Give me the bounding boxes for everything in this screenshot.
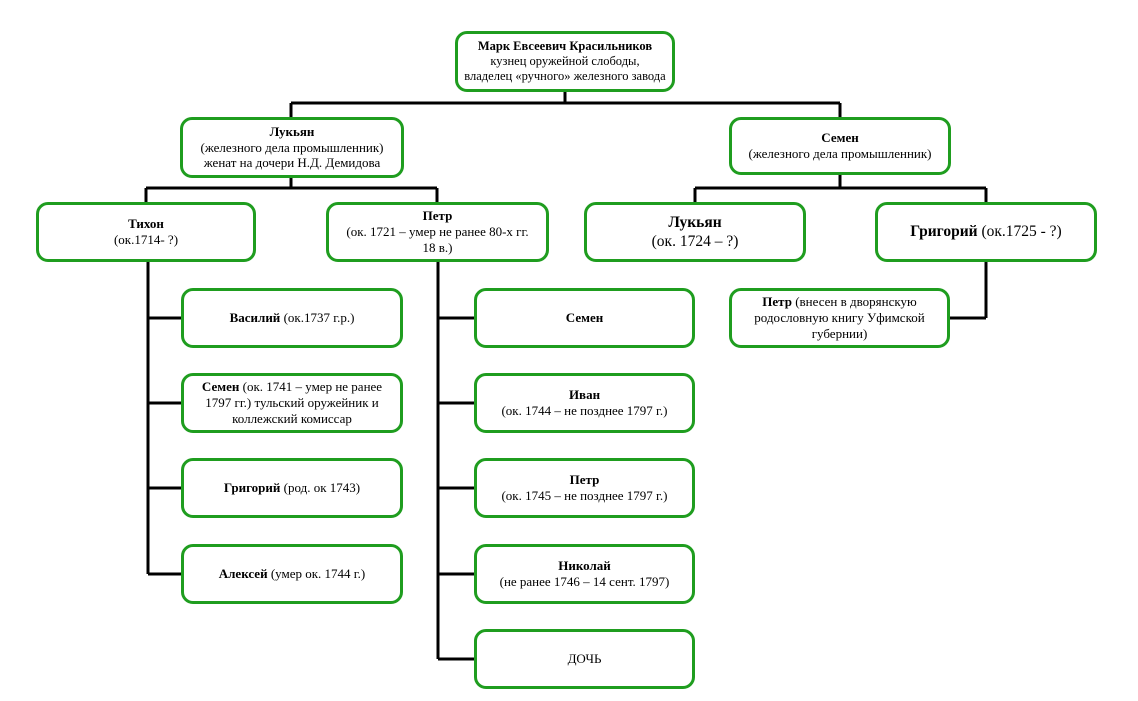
node-vasiliy: Василий (ок.1737 г.р.) bbox=[181, 288, 403, 348]
node-lukyan: Лукьян (железного дела промышленник) жен… bbox=[180, 117, 404, 178]
node-desc-line: кузнец оружейной слободы, bbox=[490, 53, 640, 68]
node-text-line: Григорий (ок.1725 - ?) bbox=[910, 222, 1061, 241]
node-text-line: Григорий (род. ок 1743) bbox=[224, 480, 360, 496]
node-doch: ДОЧЬ bbox=[474, 629, 695, 689]
node-name: Петр bbox=[569, 472, 600, 488]
node-desc-line: родословную книгу Уфимской bbox=[754, 310, 925, 326]
node-name: Иван bbox=[568, 387, 601, 403]
node-tikhon: Тихон (ок.1714- ?) bbox=[36, 202, 256, 262]
node-desc-line: (ок. 1721 – умер не ранее 80-х гг. bbox=[346, 224, 529, 240]
node-mark-krasilnikov: Марк Евсеевич Красильников кузнец оружей… bbox=[455, 31, 675, 92]
node-petr-noble: Петр (внесен в дворянскую родословную кн… bbox=[729, 288, 950, 348]
node-name: Семен bbox=[201, 379, 240, 395]
node-ivan: Иван (ок. 1744 – не позднее 1797 г.) bbox=[474, 373, 695, 433]
node-text-line: Петр (внесен в дворянскую bbox=[762, 294, 916, 310]
node-desc: (ок.1725 - ?) bbox=[977, 223, 1062, 241]
node-name: Григорий bbox=[223, 480, 281, 496]
node-name: Василий bbox=[229, 310, 281, 326]
node-name: Тихон bbox=[128, 216, 164, 232]
node-desc-line: (ок. 1744 – не позднее 1797 г.) bbox=[501, 403, 668, 418]
node-text-line: Семен (ок. 1741 – умер не ранее bbox=[202, 379, 382, 395]
node-petr-2: Петр (ок. 1745 – не позднее 1797 г.) bbox=[474, 458, 695, 518]
node-name: Алексей bbox=[218, 566, 268, 582]
node-name: Лукьян bbox=[668, 213, 722, 231]
node-nikolay: Николай (не ранее 1746 – 14 сент. 1797) bbox=[474, 544, 695, 604]
node-desc-line: женат на дочери Н.Д. Демидова bbox=[203, 155, 381, 171]
node-desc: (ок. 1741 – умер не ранее bbox=[239, 379, 383, 395]
node-name: ДОЧЬ bbox=[567, 651, 602, 667]
node-name: Петр bbox=[762, 294, 792, 310]
node-text-line: Алексей (умер ок. 1744 г.) bbox=[219, 566, 365, 582]
node-desc: (род. ок 1743) bbox=[280, 480, 361, 496]
node-desc-line: (железного дела промышленник) bbox=[200, 139, 384, 155]
node-desc: (умер ок. 1744 г.) bbox=[267, 566, 366, 582]
node-name: Петр bbox=[422, 208, 453, 224]
node-desc-line: 18 в.) bbox=[422, 239, 453, 255]
node-desc: (ок.1737 г.р.) bbox=[280, 310, 355, 326]
node-desc-line: (ок. 1724 – ?) bbox=[651, 233, 739, 250]
node-grigoriy-2: Григорий (род. ок 1743) bbox=[181, 458, 403, 518]
node-grigoriy: Григорий (ок.1725 - ?) bbox=[875, 202, 1097, 262]
node-desc-line: (не ранее 1746 – 14 сент. 1797) bbox=[499, 574, 670, 589]
node-text-line: Василий (ок.1737 г.р.) bbox=[230, 310, 355, 326]
node-desc-line: губернии) bbox=[811, 325, 868, 341]
node-name: Николай bbox=[558, 558, 611, 574]
node-petr: Петр (ок. 1721 – умер не ранее 80-х гг. … bbox=[326, 202, 549, 262]
node-desc: (внесен в дворянскую bbox=[791, 294, 917, 310]
node-semen: Семен (железного дела промышленник) bbox=[729, 117, 951, 175]
node-lukyan-2: Лукьян (ок. 1724 – ?) bbox=[584, 202, 806, 262]
node-name: Марк Евсеевич Красильников bbox=[477, 38, 653, 53]
node-desc-line: (железного дела промышленник) bbox=[748, 146, 932, 161]
node-semen-2: Семен (ок. 1741 – умер не ранее 1797 гг.… bbox=[181, 373, 403, 433]
node-desc-line: (ок.1714- ?) bbox=[113, 232, 179, 247]
node-semen-3: Семен bbox=[474, 288, 695, 348]
node-desc-line: 1797 гг.) тульский оружейник и bbox=[205, 395, 379, 411]
node-name: Семен bbox=[565, 310, 604, 326]
node-desc-line: владелец «ручного» железного завода bbox=[464, 69, 666, 84]
node-desc-line: коллежский комиссар bbox=[232, 410, 352, 426]
node-aleksey: Алексей (умер ок. 1744 г.) bbox=[181, 544, 403, 604]
node-name: Семен bbox=[821, 130, 859, 146]
node-desc-line: (ок. 1745 – не позднее 1797 г.) bbox=[501, 488, 668, 503]
node-name: Лукьян bbox=[269, 123, 315, 139]
node-name: Григорий bbox=[910, 223, 978, 241]
